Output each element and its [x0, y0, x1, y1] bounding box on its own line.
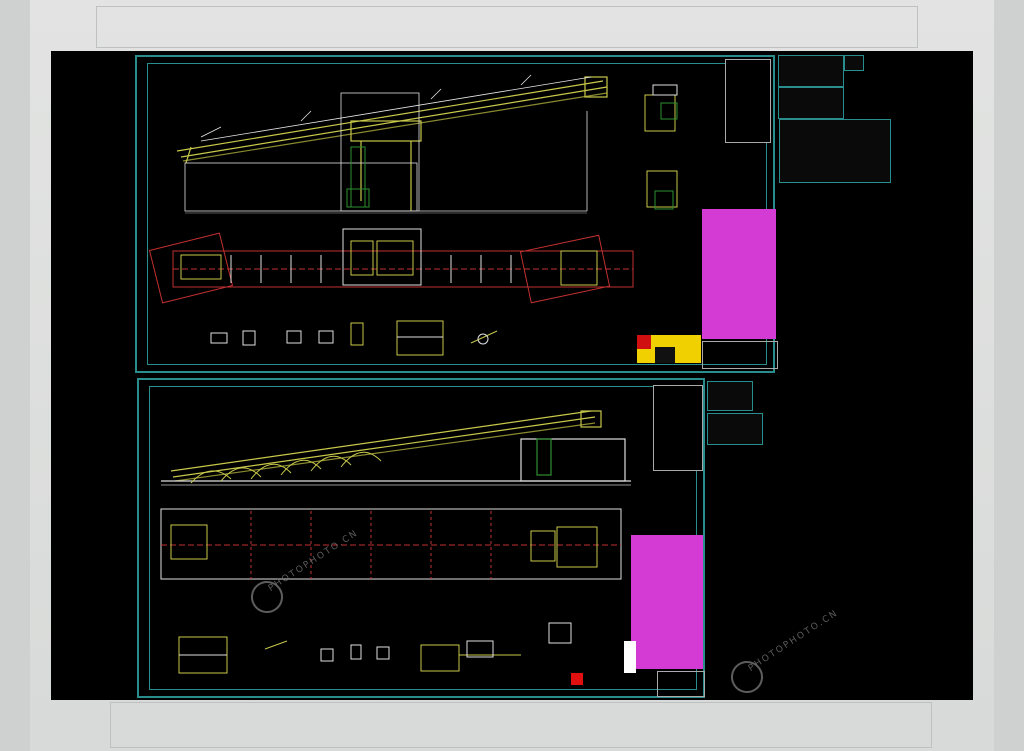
side-sheet-2[interactable]	[778, 87, 844, 119]
upper-parts-table	[725, 59, 771, 143]
lower-trusses	[190, 451, 382, 484]
side-sheet-3[interactable]	[844, 55, 864, 71]
side-sheet-5[interactable]	[707, 381, 753, 411]
upper-elevation	[176, 76, 608, 211]
upper-color-swatch-red	[637, 335, 651, 349]
side-sheet-6[interactable]	[707, 413, 763, 445]
cad-canvas[interactable]: PHOTOPHOTO.CN PHOTOPHOTO.CN	[51, 51, 973, 700]
lower-swatch-white	[624, 641, 636, 673]
upper-side-details	[644, 84, 678, 210]
lower-materials-table	[631, 535, 703, 669]
upper-plan	[148, 228, 634, 304]
upper-detail-row	[210, 320, 498, 356]
lower-plan	[160, 508, 622, 580]
lower-parts-table	[653, 385, 703, 471]
side-sheet-1[interactable]	[778, 55, 844, 87]
cad-linework	[148, 74, 678, 674]
ghost-sheet-bottom	[110, 702, 932, 748]
upper-title-block	[702, 341, 778, 369]
lower-detail-row	[178, 622, 572, 674]
lower-elevation	[161, 410, 631, 486]
side-sheet-4[interactable]	[779, 119, 891, 183]
ghost-sheet-top	[96, 6, 918, 48]
upper-color-swatch-black	[655, 347, 675, 363]
lower-title-block	[657, 671, 705, 697]
upper-materials-table	[702, 209, 776, 339]
lower-swatch-red	[571, 673, 583, 685]
